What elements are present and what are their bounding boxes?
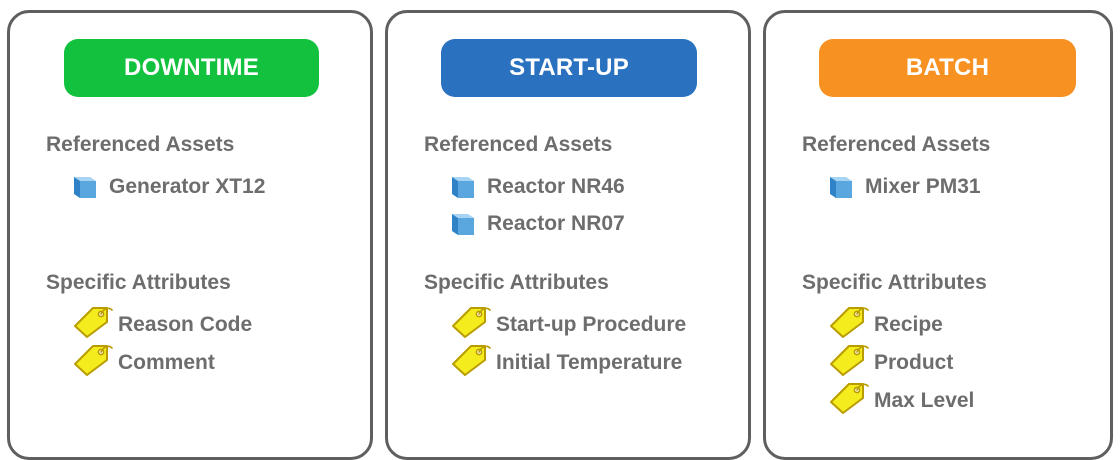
specific-attributes-heading: Specific Attributes: [424, 271, 609, 294]
downtime-title-pill: DOWNTIME: [64, 39, 319, 97]
batch-title-pill: BATCH: [819, 39, 1076, 97]
cube-icon: [827, 175, 855, 199]
referenced-assets-heading: Referenced Assets: [802, 133, 991, 156]
attribute-item: Reason Code: [71, 309, 252, 341]
specific-attributes-heading: Specific Attributes: [46, 271, 231, 294]
attribute-item: Start-up Procedure: [449, 309, 686, 341]
card-batch: BATCH Referenced Assets Mixer PM31 Speci…: [763, 10, 1113, 460]
attribute-label: Max Level: [874, 389, 975, 412]
asset-label: Generator XT12: [109, 175, 266, 198]
cube-icon: [449, 212, 477, 236]
asset-label: Reactor NR46: [487, 175, 625, 198]
referenced-assets-heading: Referenced Assets: [46, 133, 235, 156]
attribute-label: Start-up Procedure: [496, 313, 687, 336]
cube-icon: [71, 175, 99, 199]
card-downtime: DOWNTIME Referenced Assets Generator XT1…: [7, 10, 373, 460]
asset-item: Reactor NR07: [449, 208, 625, 240]
tag-icon: [449, 304, 491, 340]
referenced-assets-heading: Referenced Assets: [424, 133, 613, 156]
attribute-item: Product: [827, 347, 953, 379]
card-start-up: START-UP Referenced Assets Reactor NR46 …: [385, 10, 751, 460]
asset-item: Mixer PM31: [827, 171, 981, 203]
asset-label: Reactor NR07: [487, 212, 625, 235]
attribute-item: Initial Temperature: [449, 347, 682, 379]
attribute-item: Recipe: [827, 309, 943, 341]
asset-label: Mixer PM31: [865, 175, 981, 198]
attribute-item: Comment: [71, 347, 215, 379]
tag-icon: [827, 342, 869, 378]
asset-item: Generator XT12: [71, 171, 265, 203]
attribute-label: Product: [874, 351, 954, 374]
cube-icon: [449, 175, 477, 199]
tag-icon: [449, 342, 491, 378]
tag-icon: [827, 380, 869, 416]
attribute-label: Comment: [118, 351, 215, 374]
tag-icon: [827, 304, 869, 340]
attribute-label: Initial Temperature: [496, 351, 683, 374]
specific-attributes-heading: Specific Attributes: [802, 271, 987, 294]
attribute-item: Max Level: [827, 385, 974, 417]
asset-item: Reactor NR46: [449, 171, 625, 203]
start-up-title-pill: START-UP: [441, 39, 697, 97]
attribute-label: Recipe: [874, 313, 943, 336]
tag-icon: [71, 304, 113, 340]
attribute-label: Reason Code: [118, 313, 253, 336]
tag-icon: [71, 342, 113, 378]
